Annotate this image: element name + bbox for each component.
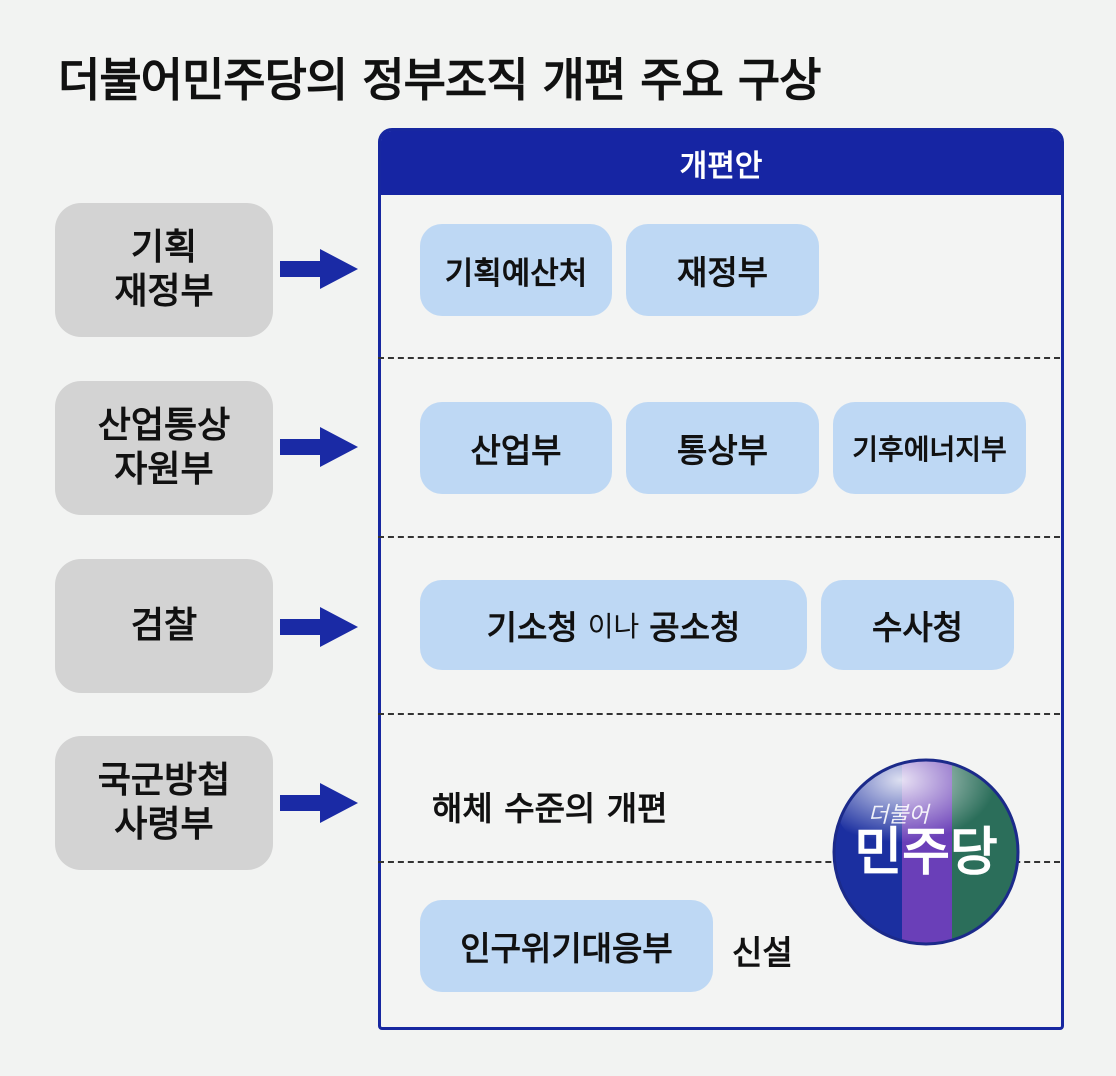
- row-divider: [378, 536, 1060, 538]
- current-ministry-label: 기획 재정부: [114, 227, 214, 312]
- right-arrow-icon: [280, 607, 358, 647]
- current-ministry-label: 국군방첩 사령부: [97, 760, 231, 845]
- row-divider: [378, 861, 1060, 863]
- new-ministry-pill: 인구위기대응부: [420, 900, 713, 992]
- proposal-pill: 산업부: [420, 402, 612, 494]
- proposal-pill: 재정부: [626, 224, 819, 316]
- current-ministry-label: 산업통상 자원부: [97, 405, 231, 490]
- option-b-label: 공소청: [649, 608, 741, 647]
- proposal-pill-prosecution-options: 기소청 이나 공소청: [420, 580, 807, 670]
- current-ministry-defense-counterintelligence: 국군방첩 사령부: [55, 736, 273, 870]
- diagram-title: 더불어민주당의 정부조직 개편 주요 구상: [58, 53, 821, 107]
- logo-main-text: 민주당: [854, 823, 998, 883]
- proposal-pill: 수사청: [821, 580, 1014, 670]
- right-arrow-icon: [280, 249, 358, 289]
- row-divider: [378, 713, 1060, 715]
- right-arrow-icon: [280, 783, 358, 823]
- option-a-label: 기소청: [486, 608, 578, 647]
- current-ministry-label: 검찰: [130, 605, 198, 647]
- result-text: 해체 수준의 개편: [432, 789, 668, 828]
- proposal-pill: 기획예산처: [420, 224, 612, 316]
- panel-header: 개편안: [381, 131, 1061, 195]
- logo-top-text: 더불어: [868, 803, 931, 828]
- proposal-pill: 기후에너지부: [833, 402, 1026, 494]
- current-ministry-trade-industry-energy: 산업통상 자원부: [55, 381, 273, 515]
- current-ministry-prosecution: 검찰: [55, 559, 273, 693]
- current-ministry-planning-finance: 기획 재정부: [55, 203, 273, 337]
- party-logo: 더불어 민주당: [832, 758, 1020, 946]
- proposal-pill: 통상부: [626, 402, 819, 494]
- right-arrow-icon: [280, 427, 358, 467]
- new-ministry-note: 신설: [732, 933, 793, 972]
- row-divider: [378, 357, 1060, 359]
- connector-label: 이나: [587, 610, 640, 643]
